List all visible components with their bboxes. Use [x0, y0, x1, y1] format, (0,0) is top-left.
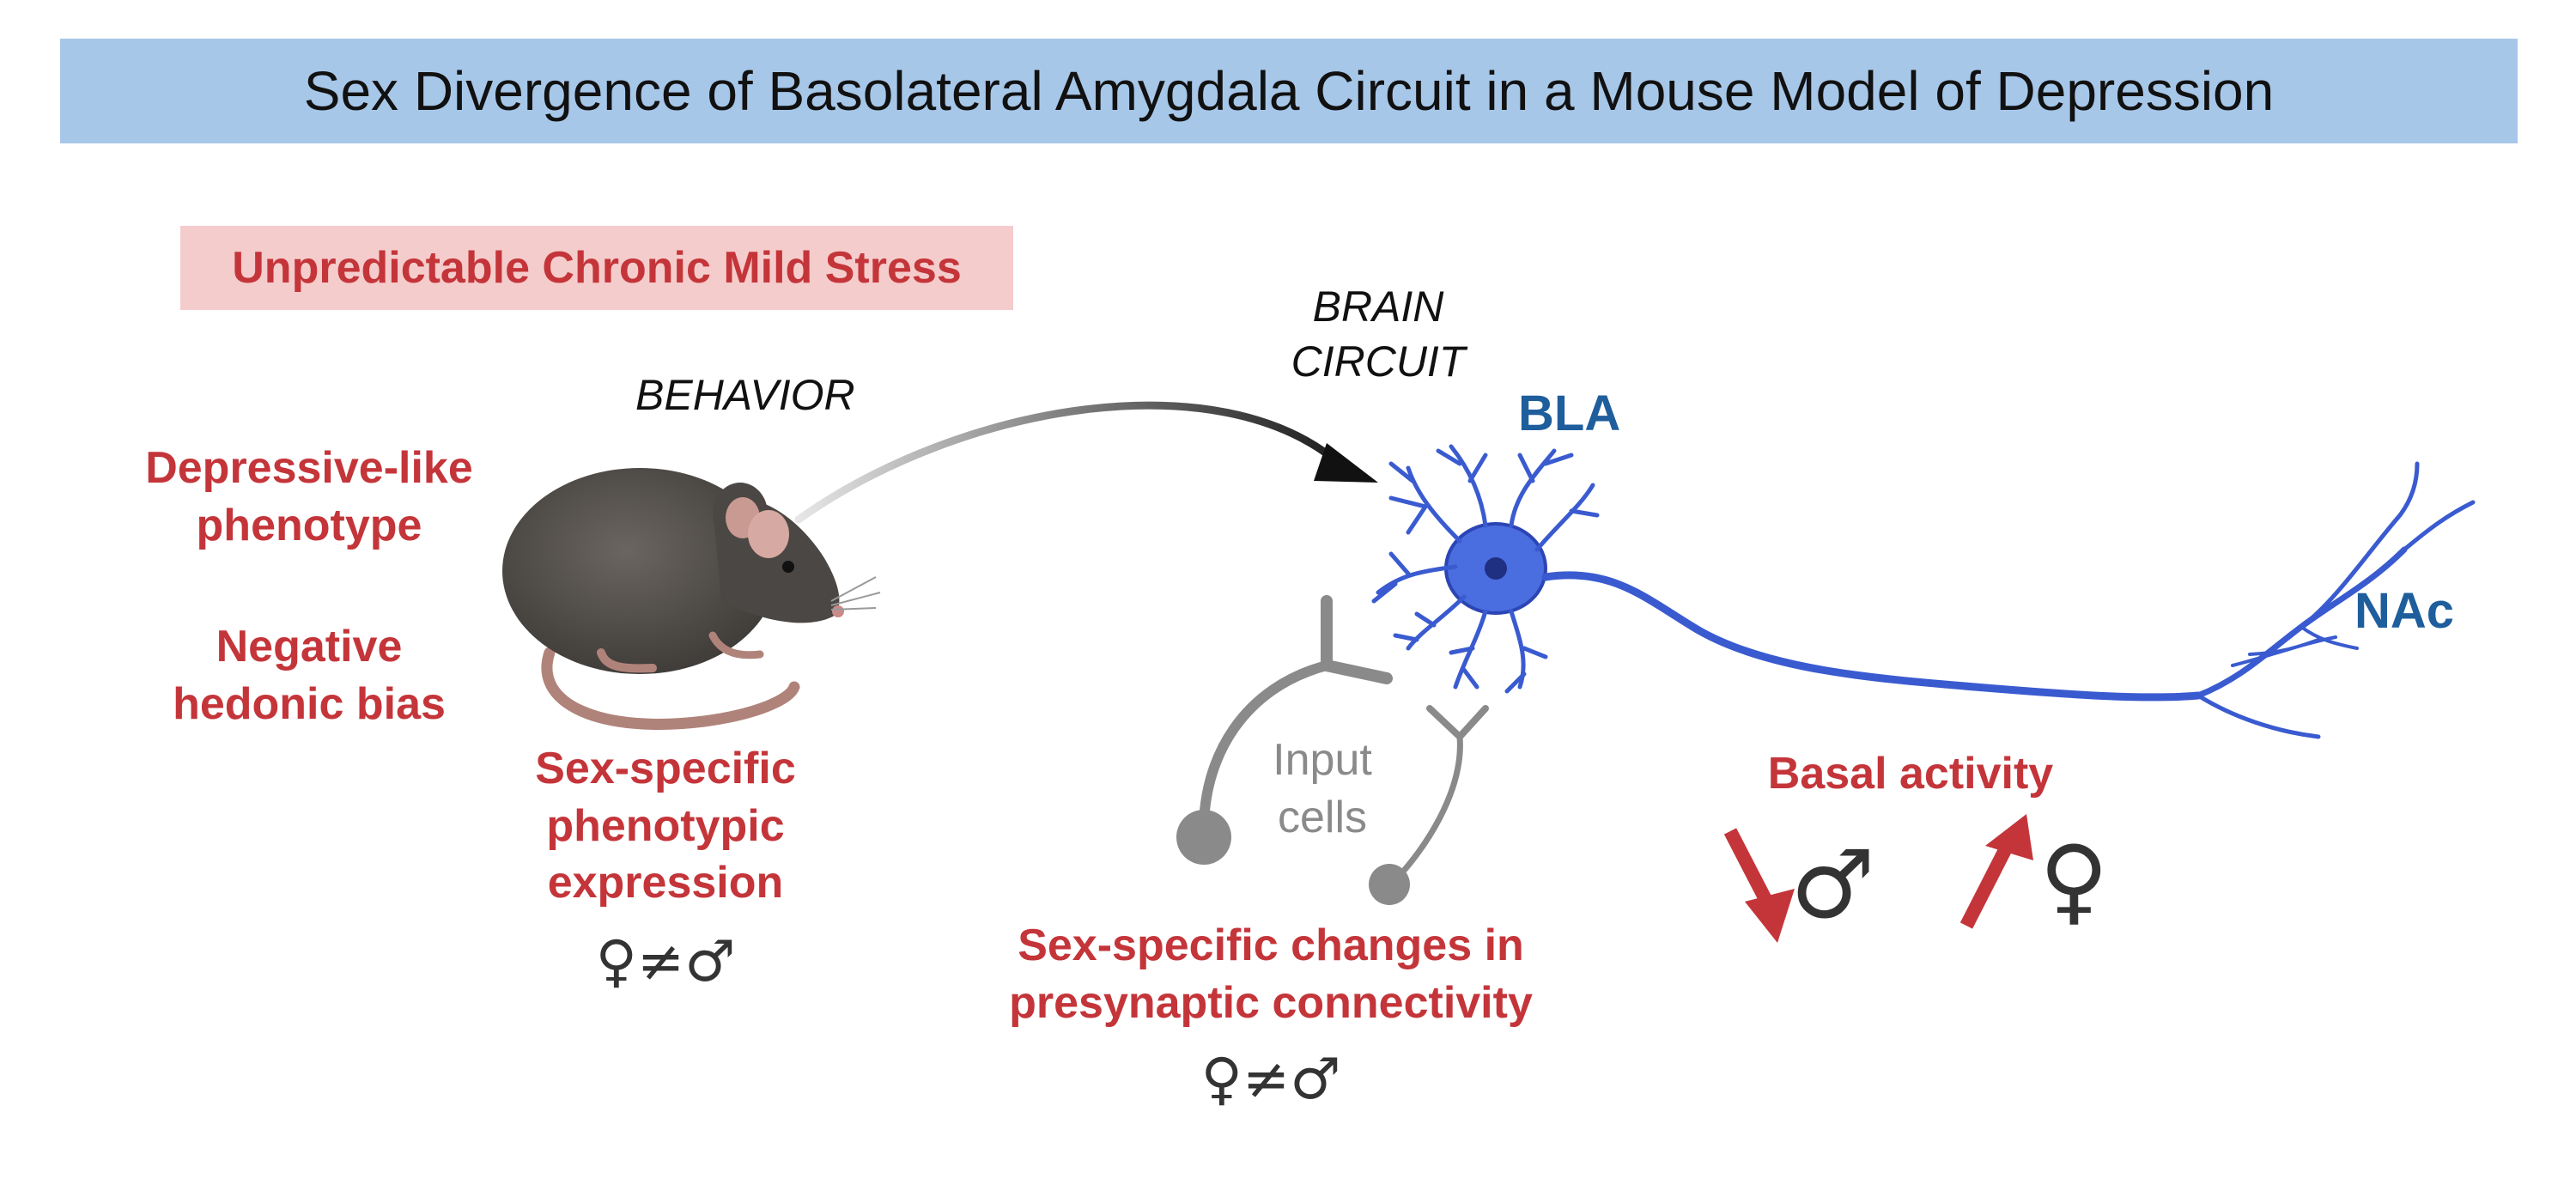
presynaptic-connectivity-label: Sex-specific changes in presynaptic conn…	[945, 917, 1597, 1031]
male-symbol: ♂	[1790, 829, 1875, 939]
input-cells-line-1: Input	[1273, 735, 1372, 785]
title-bar: Sex Divergence of Basolateral Amygdala C…	[60, 39, 2518, 143]
stress-label: Unpredictable Chronic Mild Stress	[232, 243, 962, 293]
input-cells	[1176, 595, 1489, 905]
page-title: Sex Divergence of Basolateral Amygdala C…	[303, 60, 2275, 122]
mouse-illustration	[502, 468, 881, 730]
brain-circuit-line-2: CIRCUIT	[1291, 337, 1466, 386]
stress-condition-box: Unpredictable Chronic Mild Stress	[180, 226, 1013, 310]
phenotype-line-2: phenotype	[196, 500, 422, 550]
behavior-inequality-symbol: ♀≠♂	[595, 928, 736, 994]
behavior-label: BEHAVIOR	[635, 371, 855, 419]
nac-label: NAc	[2354, 583, 2455, 639]
hedonic-line-1: Negative	[216, 622, 403, 671]
bla-neuron	[1371, 444, 2476, 739]
phenotype-label: Depressive-like phenotype	[129, 440, 489, 554]
presynaptic-line-2: presynaptic connectivity	[1009, 977, 1533, 1028]
phenotype-line-1: Depressive-like	[145, 443, 473, 493]
sex-expression-line-1: Sex-specific	[535, 744, 796, 793]
hedonic-bias-label: Negative hedonic bias	[129, 618, 489, 732]
bla-label: BLA	[1518, 386, 1621, 441]
sex-expression-label: Sex-specific phenotypic expression	[494, 740, 837, 912]
circuit-inequality-symbol: ♀≠♂	[1200, 1046, 1341, 1112]
hedonic-line-2: hedonic bias	[173, 678, 446, 729]
input-cells-label: Input cells	[1236, 732, 1408, 846]
input-cells-line-2: cells	[1277, 792, 1368, 842]
sex-expression-line-2: phenotypic	[546, 800, 785, 851]
brain-circuit-line-1: BRAIN	[1312, 283, 1444, 331]
female-symbol: ♀	[2039, 825, 2109, 935]
behavior-to-circuit-arrow	[794, 401, 1378, 524]
basal-activity-label: Basal activity	[1767, 749, 2054, 799]
sex-expression-line-3: expression	[547, 858, 784, 908]
increase-arrow	[1959, 814, 2033, 929]
brain-circuit-label: BRAIN CIRCUIT	[1279, 279, 1477, 389]
decrease-arrow	[1723, 828, 1795, 943]
presynaptic-line-1: Sex-specific changes in	[1018, 921, 1524, 970]
